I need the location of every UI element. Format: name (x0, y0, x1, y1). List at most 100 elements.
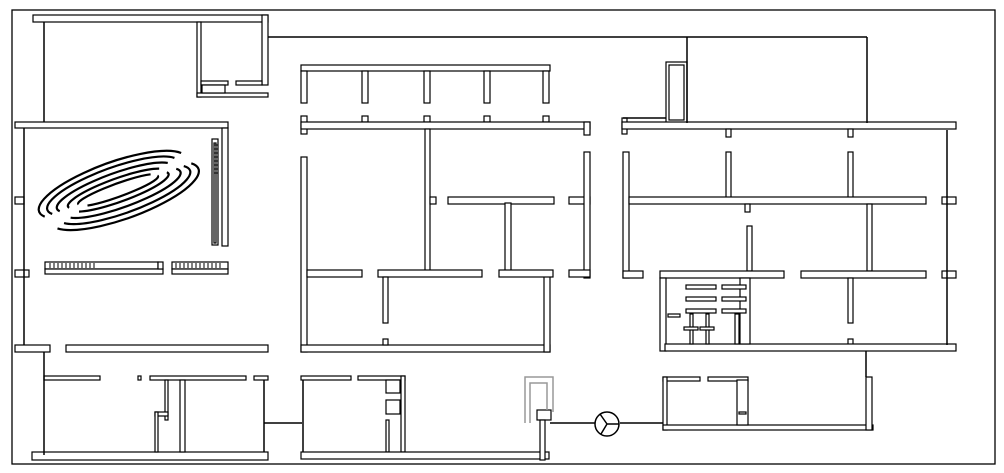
wall (583, 151, 591, 279)
wall (357, 375, 406, 381)
track-ring (45, 155, 192, 226)
wall (14, 269, 30, 278)
wall (622, 270, 644, 279)
wall (31, 451, 269, 461)
wall (483, 70, 491, 104)
wall (847, 151, 854, 199)
wall (201, 84, 226, 94)
wall (14, 121, 229, 129)
wall (253, 375, 269, 381)
wall (941, 270, 957, 279)
wall (659, 270, 785, 279)
wall (385, 379, 401, 394)
wall (668, 64, 685, 121)
wall (361, 115, 369, 123)
wall (179, 379, 186, 453)
wall (738, 411, 747, 415)
wall (622, 151, 630, 279)
wall (32, 14, 269, 23)
wall (306, 269, 363, 278)
track-ring (37, 149, 200, 232)
wall (536, 409, 552, 421)
wall (721, 308, 747, 314)
wall (164, 379, 169, 421)
wall (659, 277, 667, 352)
wall (300, 121, 591, 130)
wall (300, 375, 352, 381)
valve-symbol (594, 411, 620, 437)
wall (423, 70, 431, 104)
wall (154, 411, 159, 453)
wall (235, 80, 263, 86)
wall (685, 284, 717, 290)
wall (157, 261, 164, 270)
oval-group (37, 149, 200, 232)
wall (300, 156, 308, 353)
wall (196, 21, 202, 98)
wall (800, 270, 927, 279)
wall (542, 70, 550, 104)
annex-wall (524, 376, 554, 423)
wall (725, 128, 732, 138)
wall (447, 196, 555, 205)
wall (539, 419, 546, 461)
wall (429, 196, 437, 205)
walls (14, 14, 957, 461)
wall (382, 338, 389, 346)
wall (300, 451, 550, 460)
wall (662, 376, 701, 382)
wall (137, 375, 142, 381)
wall (261, 14, 269, 86)
wall (423, 115, 431, 123)
wall (699, 326, 715, 331)
wall (483, 115, 491, 123)
wall (44, 268, 164, 275)
wall (377, 269, 483, 278)
wall (424, 128, 431, 273)
wall (543, 273, 551, 353)
oval-track-model (37, 149, 200, 232)
wall (504, 202, 512, 272)
wall (685, 296, 717, 302)
wall (847, 277, 854, 324)
track-ring (77, 173, 160, 207)
wall (385, 399, 401, 415)
wall (707, 376, 749, 382)
wall (542, 115, 550, 123)
wall (14, 196, 25, 205)
track-ring (66, 167, 170, 213)
wall (746, 225, 753, 272)
wall (721, 296, 747, 302)
wall (847, 128, 854, 138)
wall (149, 375, 247, 381)
wall (621, 121, 957, 130)
wall (721, 284, 747, 290)
wall (43, 375, 101, 381)
wall (568, 269, 591, 278)
wall (213, 142, 217, 244)
valve-spokes (599, 413, 619, 435)
wall (361, 70, 369, 104)
site-border (11, 9, 996, 465)
wall (734, 313, 740, 345)
wall (662, 424, 874, 431)
wall (683, 326, 699, 331)
wall (941, 196, 957, 205)
wall (664, 343, 957, 352)
wall (667, 313, 681, 318)
wall (196, 92, 269, 98)
wall (866, 203, 873, 272)
wall (65, 344, 269, 353)
wall (685, 308, 717, 314)
annex-outline (524, 376, 554, 423)
wall (300, 344, 551, 353)
wall (385, 419, 390, 453)
wall (725, 151, 732, 199)
track-ring (55, 161, 182, 220)
wall (382, 276, 389, 324)
wall (14, 344, 51, 353)
wall (498, 269, 554, 278)
wall (400, 375, 406, 453)
